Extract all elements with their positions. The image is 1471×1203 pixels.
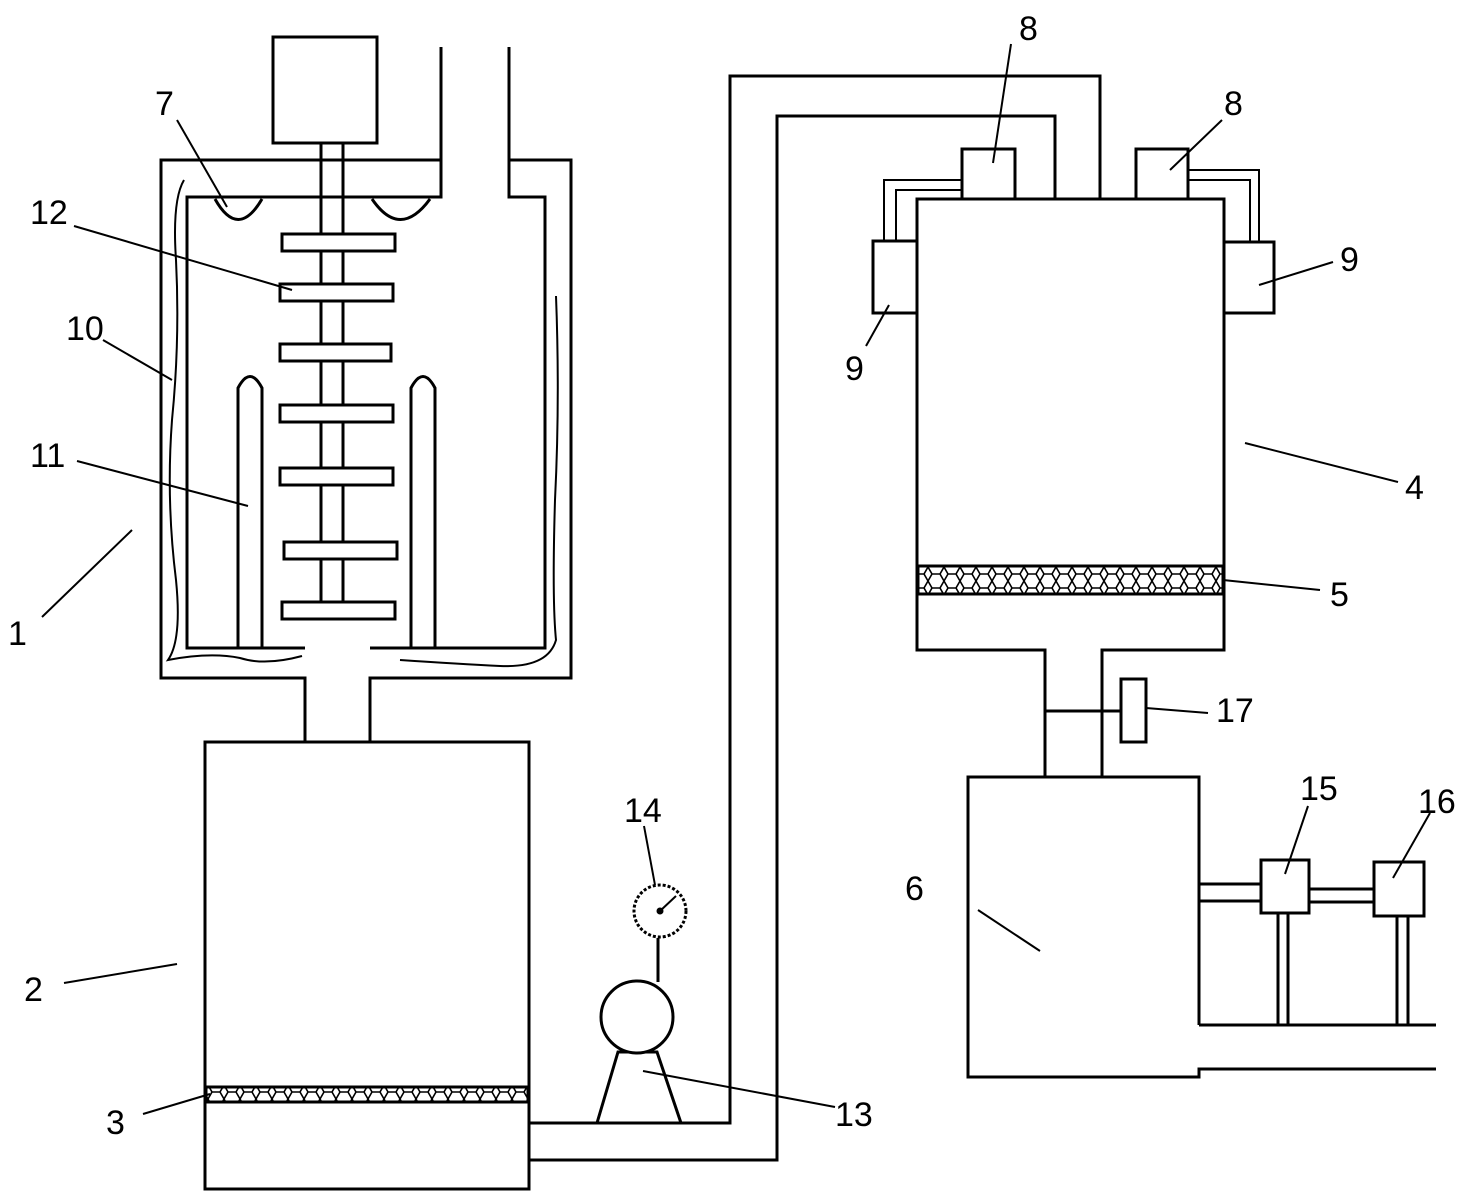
label-14: 14: [624, 792, 662, 830]
label-13: 13: [835, 1096, 873, 1134]
device-16: [1372, 860, 1426, 918]
pressure-gauge-14: [632, 883, 688, 939]
label-16: 16: [1418, 783, 1456, 821]
inner-vessel-right: [370, 160, 547, 650]
sensor-8-right: [1134, 147, 1190, 201]
label-10: 10: [66, 310, 104, 348]
label-8-left: 8: [1019, 10, 1038, 48]
cable-right-inner: [1188, 179, 1251, 242]
label-7: 7: [155, 85, 174, 123]
cable-right-outer: [1188, 169, 1260, 242]
label-9-right: 9: [1340, 241, 1359, 279]
cable-left-outer: [883, 179, 962, 241]
tank-2-body: [203, 740, 531, 1191]
pipe-outer: [529, 74, 1102, 1125]
label-4: 4: [1405, 469, 1424, 507]
number-labels: 1 2 3 4 5 6 7 8 8 9 9 10 11 12 13 14 15 …: [8, 10, 1456, 1142]
label-3: 3: [106, 1104, 125, 1142]
label-12: 12: [30, 194, 68, 232]
heating-tube-left: [236, 375, 264, 648]
motor-box: [271, 35, 379, 145]
pump-stand: [595, 1050, 683, 1124]
pump-body: [599, 979, 675, 1055]
label-5: 5: [1330, 576, 1349, 614]
filter-layer-3: [204, 1085, 530, 1104]
outer-jacket-right: [368, 47, 573, 742]
label-6: 6: [905, 870, 924, 908]
unit-9-right: [1222, 240, 1276, 315]
device-15: [1259, 858, 1311, 915]
label-9-left: 9: [845, 350, 864, 388]
transfer-pipe: [529, 74, 1102, 1162]
filter-layer-5: [916, 564, 1225, 596]
tank-4-body: [915, 197, 1226, 777]
label-17: 17: [1216, 692, 1254, 730]
stirring-blades: [278, 232, 399, 621]
unit-9-left: [871, 239, 919, 315]
heating-wire-right: [399, 295, 559, 668]
label-1: 1: [8, 615, 27, 653]
spray-head-right: [370, 198, 432, 221]
pipe-inner: [529, 114, 1057, 1162]
valve-17: [1119, 677, 1148, 744]
cable-left-inner: [895, 189, 962, 241]
outer-jacket-left: [159, 47, 443, 742]
tank-2: [203, 740, 531, 1191]
leader-lines: [41, 43, 1431, 1115]
sensor-8-left: [960, 147, 1017, 201]
heating-wire-left: [165, 179, 303, 663]
spray-head-left: [213, 198, 264, 221]
label-11: 11: [30, 437, 65, 475]
pump-13: [595, 938, 683, 1124]
tank-4: [871, 147, 1276, 777]
tank-6-body: [966, 775, 1436, 1079]
heating-tube-right: [409, 375, 437, 648]
label-15: 15: [1300, 770, 1338, 808]
inner-vessel-left: [185, 160, 443, 650]
tank-6: [966, 775, 1436, 1079]
label-2: 2: [24, 971, 43, 1009]
label-8-right: 8: [1224, 85, 1243, 123]
reactor-1: [159, 35, 573, 742]
